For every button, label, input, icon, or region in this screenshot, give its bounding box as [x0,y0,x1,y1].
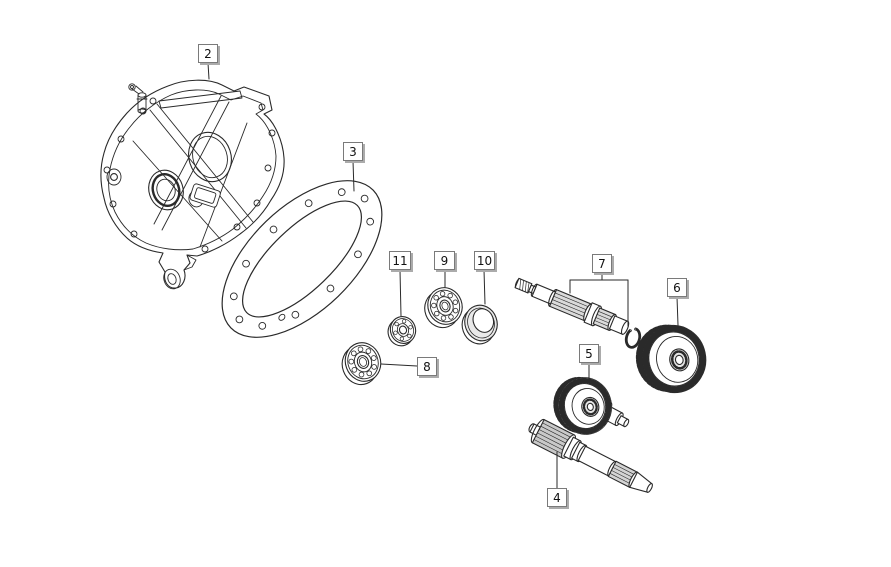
callout-7-input-shaft[interactable]: 7 [592,254,612,273]
callout-8-bearing-large[interactable]: 8 [417,357,437,376]
callout-11-bearing-small[interactable]: 11 [389,251,411,270]
callout-5-counter-gear[interactable]: 5 [579,344,599,363]
leader-line-3 [352,160,355,192]
leader-line-10 [483,269,486,305]
part-gearbox-cover [100,79,285,290]
callout-label: 9 [440,253,449,268]
callout-10-oil-seal[interactable]: 10 [474,251,495,270]
part-bearing-large [341,342,382,386]
part-input-shaft [514,277,630,335]
callout-label: 4 [553,490,561,505]
callout-label: 6 [673,280,681,295]
callout-label: 3 [349,144,357,159]
callout-label: 8 [423,359,431,374]
callout-label: 11 [392,253,408,268]
part-bearing-small [387,316,417,347]
callout-label: 5 [585,346,593,361]
leader-line-11 [399,269,402,317]
callout-9-bearing-medium[interactable]: 9 [434,251,455,270]
callout-3-cover-gasket[interactable]: 3 [343,142,363,161]
callout-label: 10 [476,253,493,268]
callout-4-output-shaft[interactable]: 4 [547,488,567,507]
part-bearing-medium [424,287,463,329]
part-cover-gasket [221,180,383,338]
callout-6-final-gear[interactable]: 6 [667,278,687,297]
part-circlip [624,326,642,349]
part-oil-seal [461,304,498,345]
leader-line-8 [380,363,418,367]
callout-2-gearbox-cover[interactable]: 2 [198,44,218,63]
part-counter-gear [553,376,630,435]
leader-line-2 [207,62,210,80]
leader-line-6 [676,296,679,326]
callout-label: 2 [204,46,212,61]
callout-label: 7 [598,256,606,271]
part-output-shaft [528,418,653,493]
breather-fitting [128,83,148,114]
part-final-gear [635,324,707,394]
